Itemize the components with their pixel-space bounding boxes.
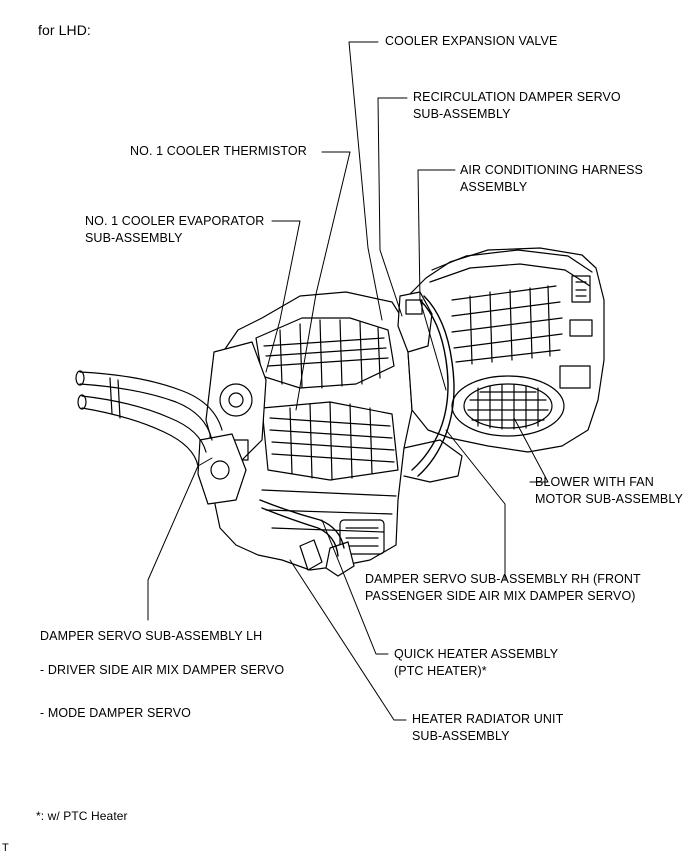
label-mode-damper: - MODE DAMPER SERVO	[40, 706, 191, 720]
label-heater-radiator: HEATER RADIATOR UNIT SUB-ASSEMBLY	[412, 712, 564, 743]
harness-cables	[259, 295, 455, 557]
label-cooler-expansion-valve: COOLER EXPANSION VALVE	[385, 34, 558, 48]
label-damper-servo-lh: DAMPER SERVO SUB-ASSEMBLY LH	[40, 629, 263, 643]
label-cooler-evaporator: NO. 1 COOLER EVAPORATOR SUB-ASSEMBLY	[85, 214, 265, 245]
label-recirculation-damper-servo: RECIRCULATION DAMPER SERVO SUB-ASSEMBLY	[413, 90, 621, 121]
label-damper-servo-rh: DAMPER SERVO SUB-ASSEMBLY RH (FRONT PASS…	[365, 572, 641, 603]
leader-lines	[147, 41, 549, 721]
hvac-housing	[197, 247, 605, 577]
label-driver-air-mix: - DRIVER SIDE AIR MIX DAMPER SERVO	[40, 663, 285, 677]
label-cooler-thermistor: NO. 1 COOLER THERMISTOR	[130, 144, 307, 158]
corner-mark: T	[2, 842, 9, 854]
label-quick-heater: QUICK HEATER ASSEMBLY (PTC HEATER)*	[394, 647, 559, 678]
footnote: *: w/ PTC Heater	[36, 809, 128, 823]
label-blower-fan-motor: BLOWER WITH FAN MOTOR SUB-ASSEMBLY	[535, 475, 683, 506]
heading: for LHD:	[38, 22, 91, 38]
label-ac-harness: AIR CONDITIONING HARNESS ASSEMBLY	[460, 163, 643, 194]
heater-hoses	[75, 370, 223, 467]
